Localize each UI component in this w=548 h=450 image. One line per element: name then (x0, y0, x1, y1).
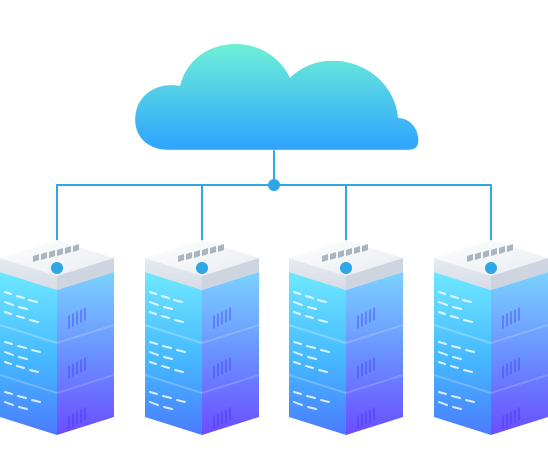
server-3-node (340, 262, 352, 274)
server-1-node (51, 262, 63, 274)
server-4 (433, 239, 548, 436)
server-rack-icon (0, 239, 548, 436)
server-1 (0, 239, 115, 436)
server-4-node (485, 262, 497, 274)
network-connections (56, 145, 492, 269)
cloud-icon (135, 44, 419, 151)
server-2-node (196, 262, 208, 274)
server-2 (144, 239, 260, 436)
server-3 (288, 239, 404, 436)
hub-node (268, 179, 280, 191)
